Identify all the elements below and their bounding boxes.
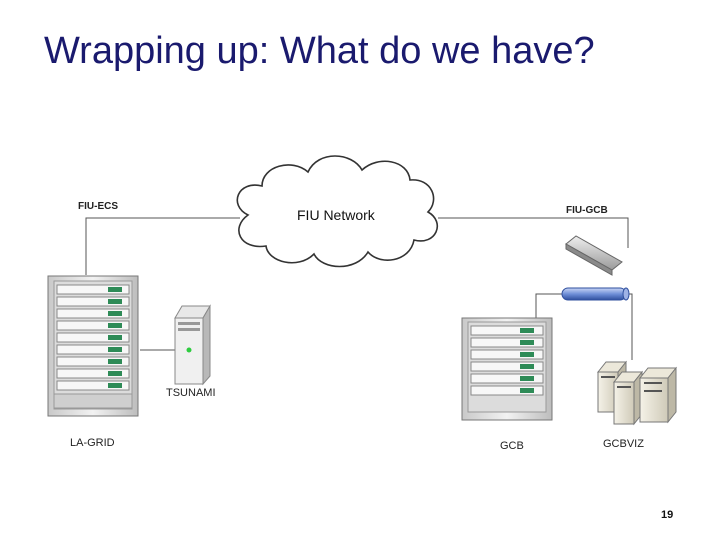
network-cloud [236, 155, 439, 268]
slide-title: Wrapping up: What do we have? [44, 30, 595, 72]
site-label-fiu-ecs: FIU-ECS [78, 201, 118, 212]
tsunami-server-icon [174, 304, 211, 386]
link-gcb-to-network [438, 217, 629, 248]
gcbviz-servers-icon [596, 360, 678, 426]
node-label-la-grid: LA-GRID [70, 437, 115, 449]
site-label-fiu-gcb: FIU-GCB [566, 205, 608, 216]
node-label-tsunami: TSUNAMI [166, 387, 216, 399]
link-ecs-to-network [85, 217, 240, 275]
node-label-gcb: GCB [500, 440, 524, 452]
network-bus-icon [561, 287, 630, 301]
page-number: 19 [661, 509, 674, 521]
gcb-rack-icon [461, 317, 553, 421]
la-grid-rack-icon [47, 275, 139, 417]
network-switch-icon [565, 235, 623, 276]
network-cloud-label: FIU Network [297, 207, 375, 223]
link-bus-to-gcbviz [626, 293, 633, 360]
node-label-gcbviz: GCBVIZ [603, 438, 644, 450]
